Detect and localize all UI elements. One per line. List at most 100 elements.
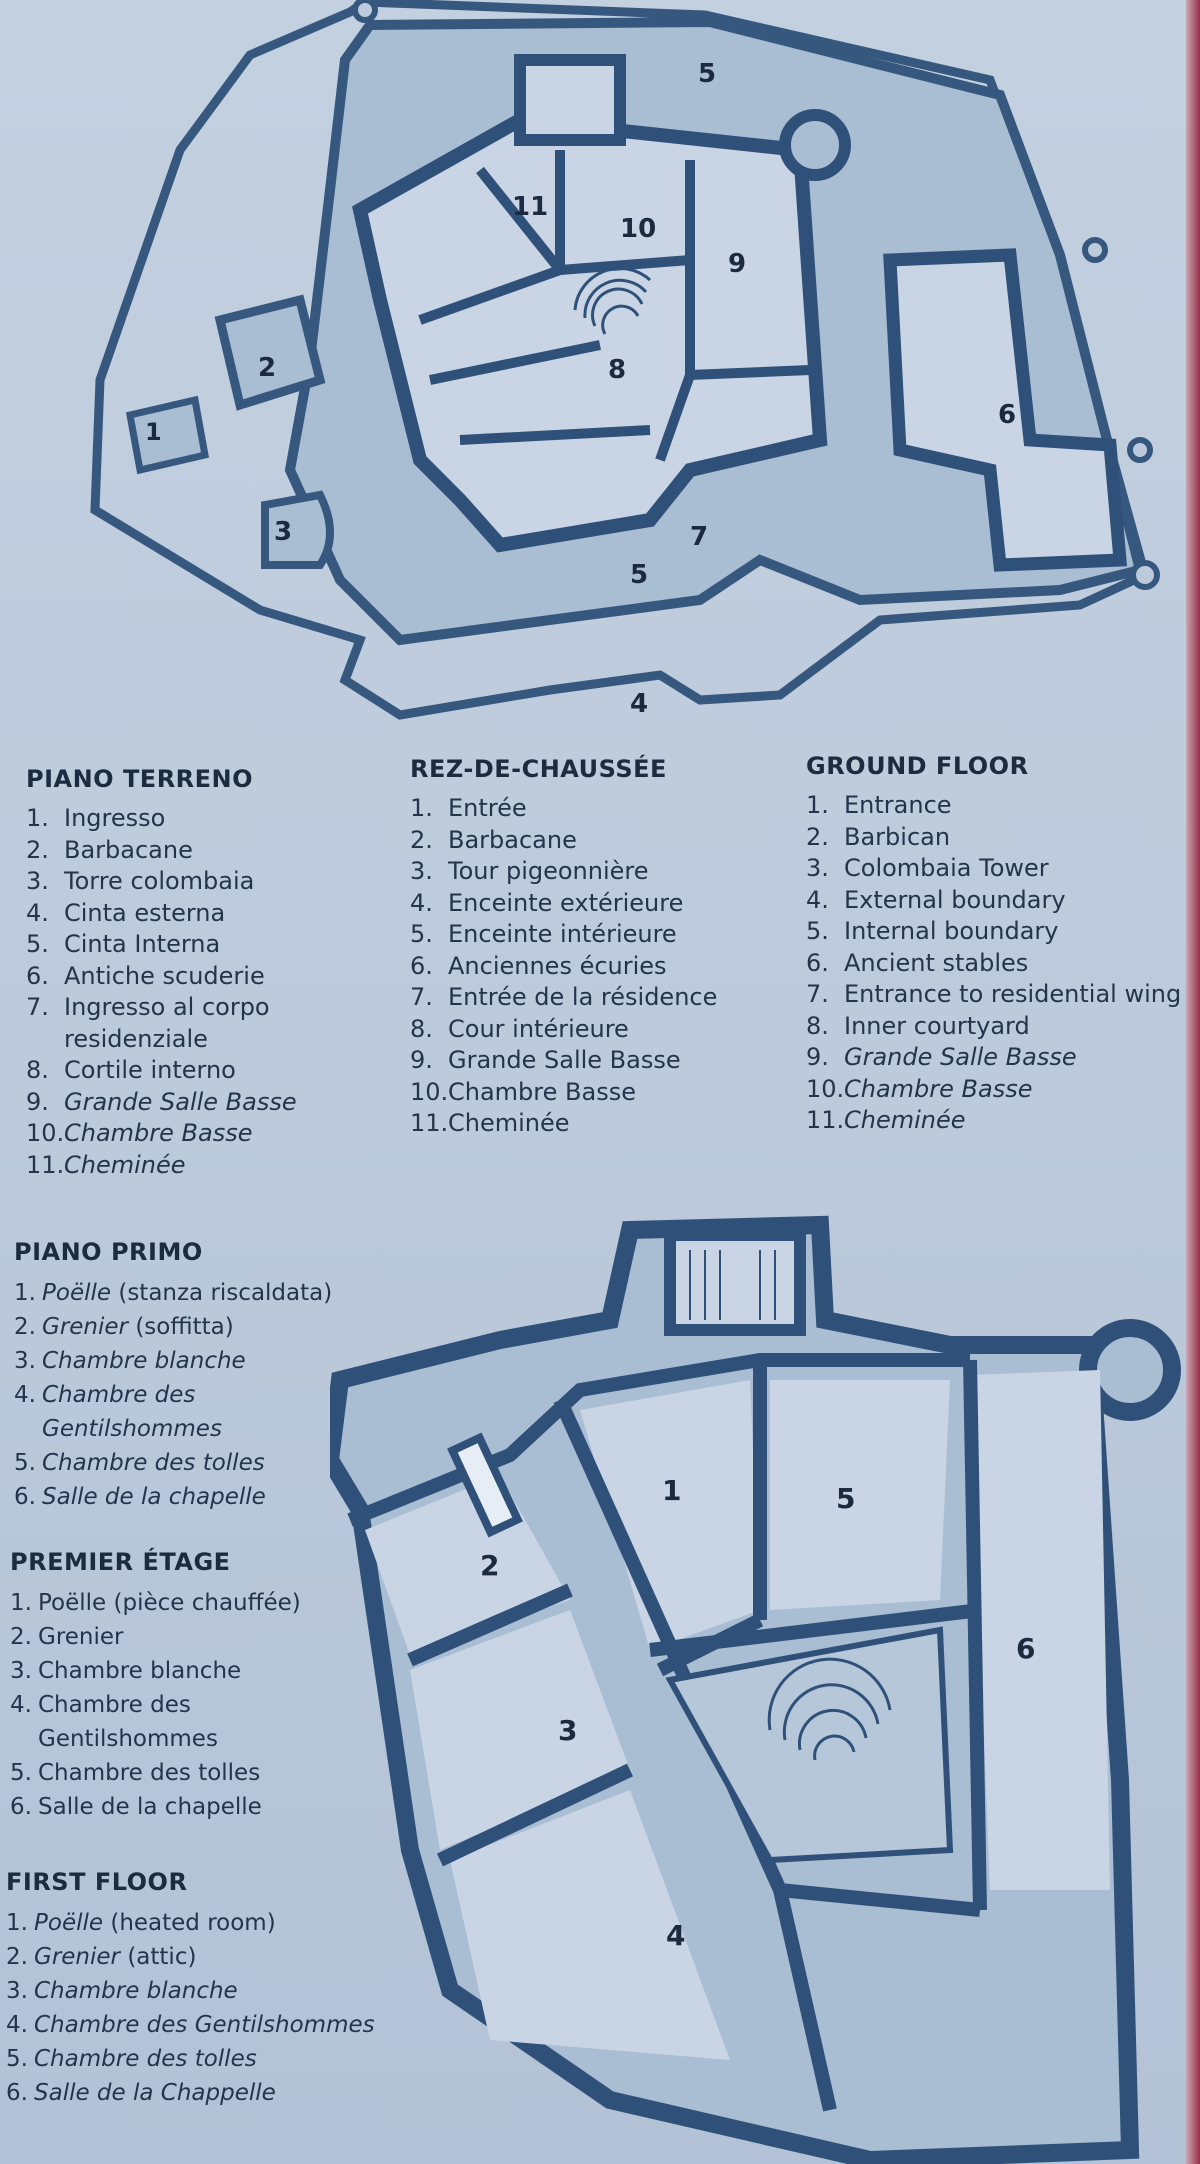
legend-item: 2.Barbican: [806, 822, 951, 851]
legend-item: 3.Colombaia Tower: [806, 854, 1049, 882]
legend-item: 8.Inner courtyard: [806, 1011, 1030, 1040]
legend-item: 2.Barbacane: [410, 825, 577, 854]
wall-turret: [352, 0, 378, 23]
first-label-3: 3: [558, 1714, 577, 1747]
legend-item: 11.Cheminée: [410, 1109, 570, 1137]
legend-item: 5.Cinta Interna: [26, 930, 221, 958]
interior-walls: [418, 150, 811, 462]
ground-label-8: 8: [608, 355, 626, 385]
legend-piano-primo: PIANO PRIMO 1.Poëlle (stanza riscaldata)…: [14, 1238, 332, 1514]
ground-label-5-top: 5: [698, 59, 716, 89]
legend-item: 10.Chambre Basse: [806, 1074, 1033, 1103]
legend-item: 5.Chambre des tolles: [6, 2046, 257, 2072]
legend-ground-floor: GROUND FLOOR 1.Entrance 2.Barbican 3.Col…: [806, 752, 1181, 1137]
legend-item: 5.Chambre des tolles: [10, 1760, 261, 1786]
ground-label-9: 9: [728, 249, 746, 279]
legend-piano-terreno: PIANO TERRENO 1.Ingresso 2.Barbacane 3.T…: [26, 765, 297, 1181]
legend-title: PREMIER ÉTAGE: [10, 1548, 231, 1576]
first-label-1: 1: [662, 1474, 681, 1507]
grenier-opening: [447, 1432, 523, 1538]
first-stair-steps: [689, 1250, 776, 1320]
ground-label-4: 4: [630, 689, 648, 719]
courtyard-steps: [573, 266, 652, 335]
ground-label-6: 6: [998, 400, 1016, 430]
legend-item: 4.Cinta esterna: [26, 898, 226, 927]
legend-item: 9.Grande Salle Basse: [806, 1043, 1077, 1071]
ground-label-5-bottom: 5: [630, 560, 648, 590]
legend-rez-de-chaussee: REZ-DE-CHAUSSÉE 1.Entrée 2.Barbacane 3.T…: [410, 755, 717, 1140]
legend-item: 6.Salle de la chapelle: [10, 1794, 262, 1820]
legend-item: 6.Salle de la Chappelle: [6, 2080, 276, 2106]
first-label-4: 4: [666, 1919, 685, 1952]
legend-item: 1.Poëlle (stanza riscaldata): [14, 1280, 333, 1306]
legend-item: 8.Cortile interno: [26, 1056, 236, 1084]
first-label-2: 2: [480, 1549, 499, 1582]
legend-item: 11.Cheminée: [806, 1106, 966, 1134]
legend-item: 9.Grande Salle Basse: [410, 1046, 681, 1074]
first-interior-walls: [347, 1353, 987, 2112]
wall-turret: [1082, 237, 1108, 263]
legend-item: 3.Chambre blanche: [10, 1658, 242, 1684]
legend-item: 2.Grenier (attic): [6, 1944, 197, 1970]
legend-item: 5.Enceinte intérieure: [410, 920, 677, 948]
legend-title: PIANO PRIMO: [14, 1238, 203, 1266]
first-label-5: 5: [836, 1482, 855, 1515]
room-1-area: [580, 1380, 760, 1650]
first-courtyard-steps: [767, 1657, 892, 1761]
legend-item: 1.Poëlle (pièce chauffée): [10, 1590, 301, 1616]
colombaia-tower: [261, 490, 334, 569]
round-tower: [779, 109, 851, 181]
room-5-area: [770, 1380, 950, 1610]
ground-label-3: 3: [274, 517, 292, 547]
first-floor-plan: 1 2 3 4 5 6: [330, 1210, 1186, 2164]
legend-item: 5.Chambre des tolles: [14, 1450, 265, 1476]
stair-tower: [514, 54, 626, 146]
barbican-wall: [214, 294, 326, 411]
stables-block: [883, 248, 1128, 572]
legend-item: 1.Entrance: [806, 791, 952, 819]
legend-item: 6.Antiche scuderie: [26, 961, 265, 990]
legend-item: 7.Entrance to residential wing: [806, 980, 1182, 1008]
legend-item: 4.Chambre des Gentilshommes: [6, 2012, 375, 2038]
legend-item: 6.Salle de la chapelle: [14, 1484, 266, 1510]
legend-item: 4.External boundary: [806, 885, 1066, 914]
room-6-area: [970, 1370, 1110, 1890]
legend-item: 6.Anciennes écuries: [410, 951, 667, 980]
legend-item: 3.Chambre blanche: [6, 1978, 238, 2004]
legend-item: 4.Enceinte extérieure: [410, 888, 684, 917]
legend-item: 11.Cheminée: [26, 1150, 186, 1179]
room-4-area: [450, 1790, 730, 2060]
ground-floor-plan: 1 2 3 4 5 5 6 7 8 9 10 11: [0, 0, 1186, 730]
legend-item: 3.Torre colombaia: [26, 867, 255, 895]
first-label-6: 6: [1016, 1632, 1035, 1665]
legend-title: REZ-DE-CHAUSSÉE: [410, 755, 667, 783]
legend-item: 5.Internal boundary: [806, 917, 1059, 945]
legend-item: 3.Chambre blanche: [14, 1348, 246, 1374]
legend-item: 6.Ancient stables: [806, 948, 1029, 977]
legend-item: 1.Ingresso: [26, 804, 166, 832]
ground-label-7: 7: [690, 522, 708, 552]
legend-item: 10.Chambre Basse: [26, 1119, 253, 1147]
wall-turret: [1130, 560, 1160, 590]
legend-premier-etage: PREMIER ÉTAGE 1.Poëlle (pièce chauffée) …: [10, 1548, 301, 1824]
legend-title: PIANO TERRENO: [26, 765, 254, 793]
legend-item: 2.Grenier (soffitta): [14, 1314, 234, 1340]
wall-turret: [1127, 437, 1153, 463]
legend-item: 8.Cour intérieure: [410, 1014, 629, 1043]
page-edge-strip: [1186, 0, 1200, 2164]
ground-label-10: 10: [620, 214, 656, 244]
legend-item: 2.Barbacane: [26, 835, 193, 864]
ground-label-11: 11: [512, 192, 548, 222]
legend-item: 2.Grenier: [10, 1624, 124, 1650]
legend-item: 7.Entrée de la résidence: [410, 983, 718, 1011]
ground-label-1: 1: [145, 418, 162, 446]
legend-item: 1.Poëlle (heated room): [6, 1910, 276, 1936]
entrance-block: [125, 395, 210, 475]
first-stair-tower: [664, 1229, 806, 1336]
legend-item: 3.Tour pigeonnière: [410, 857, 649, 885]
legend-item: 9.Grande Salle Basse: [26, 1087, 297, 1116]
first-round-tower: [1079, 1319, 1181, 1421]
